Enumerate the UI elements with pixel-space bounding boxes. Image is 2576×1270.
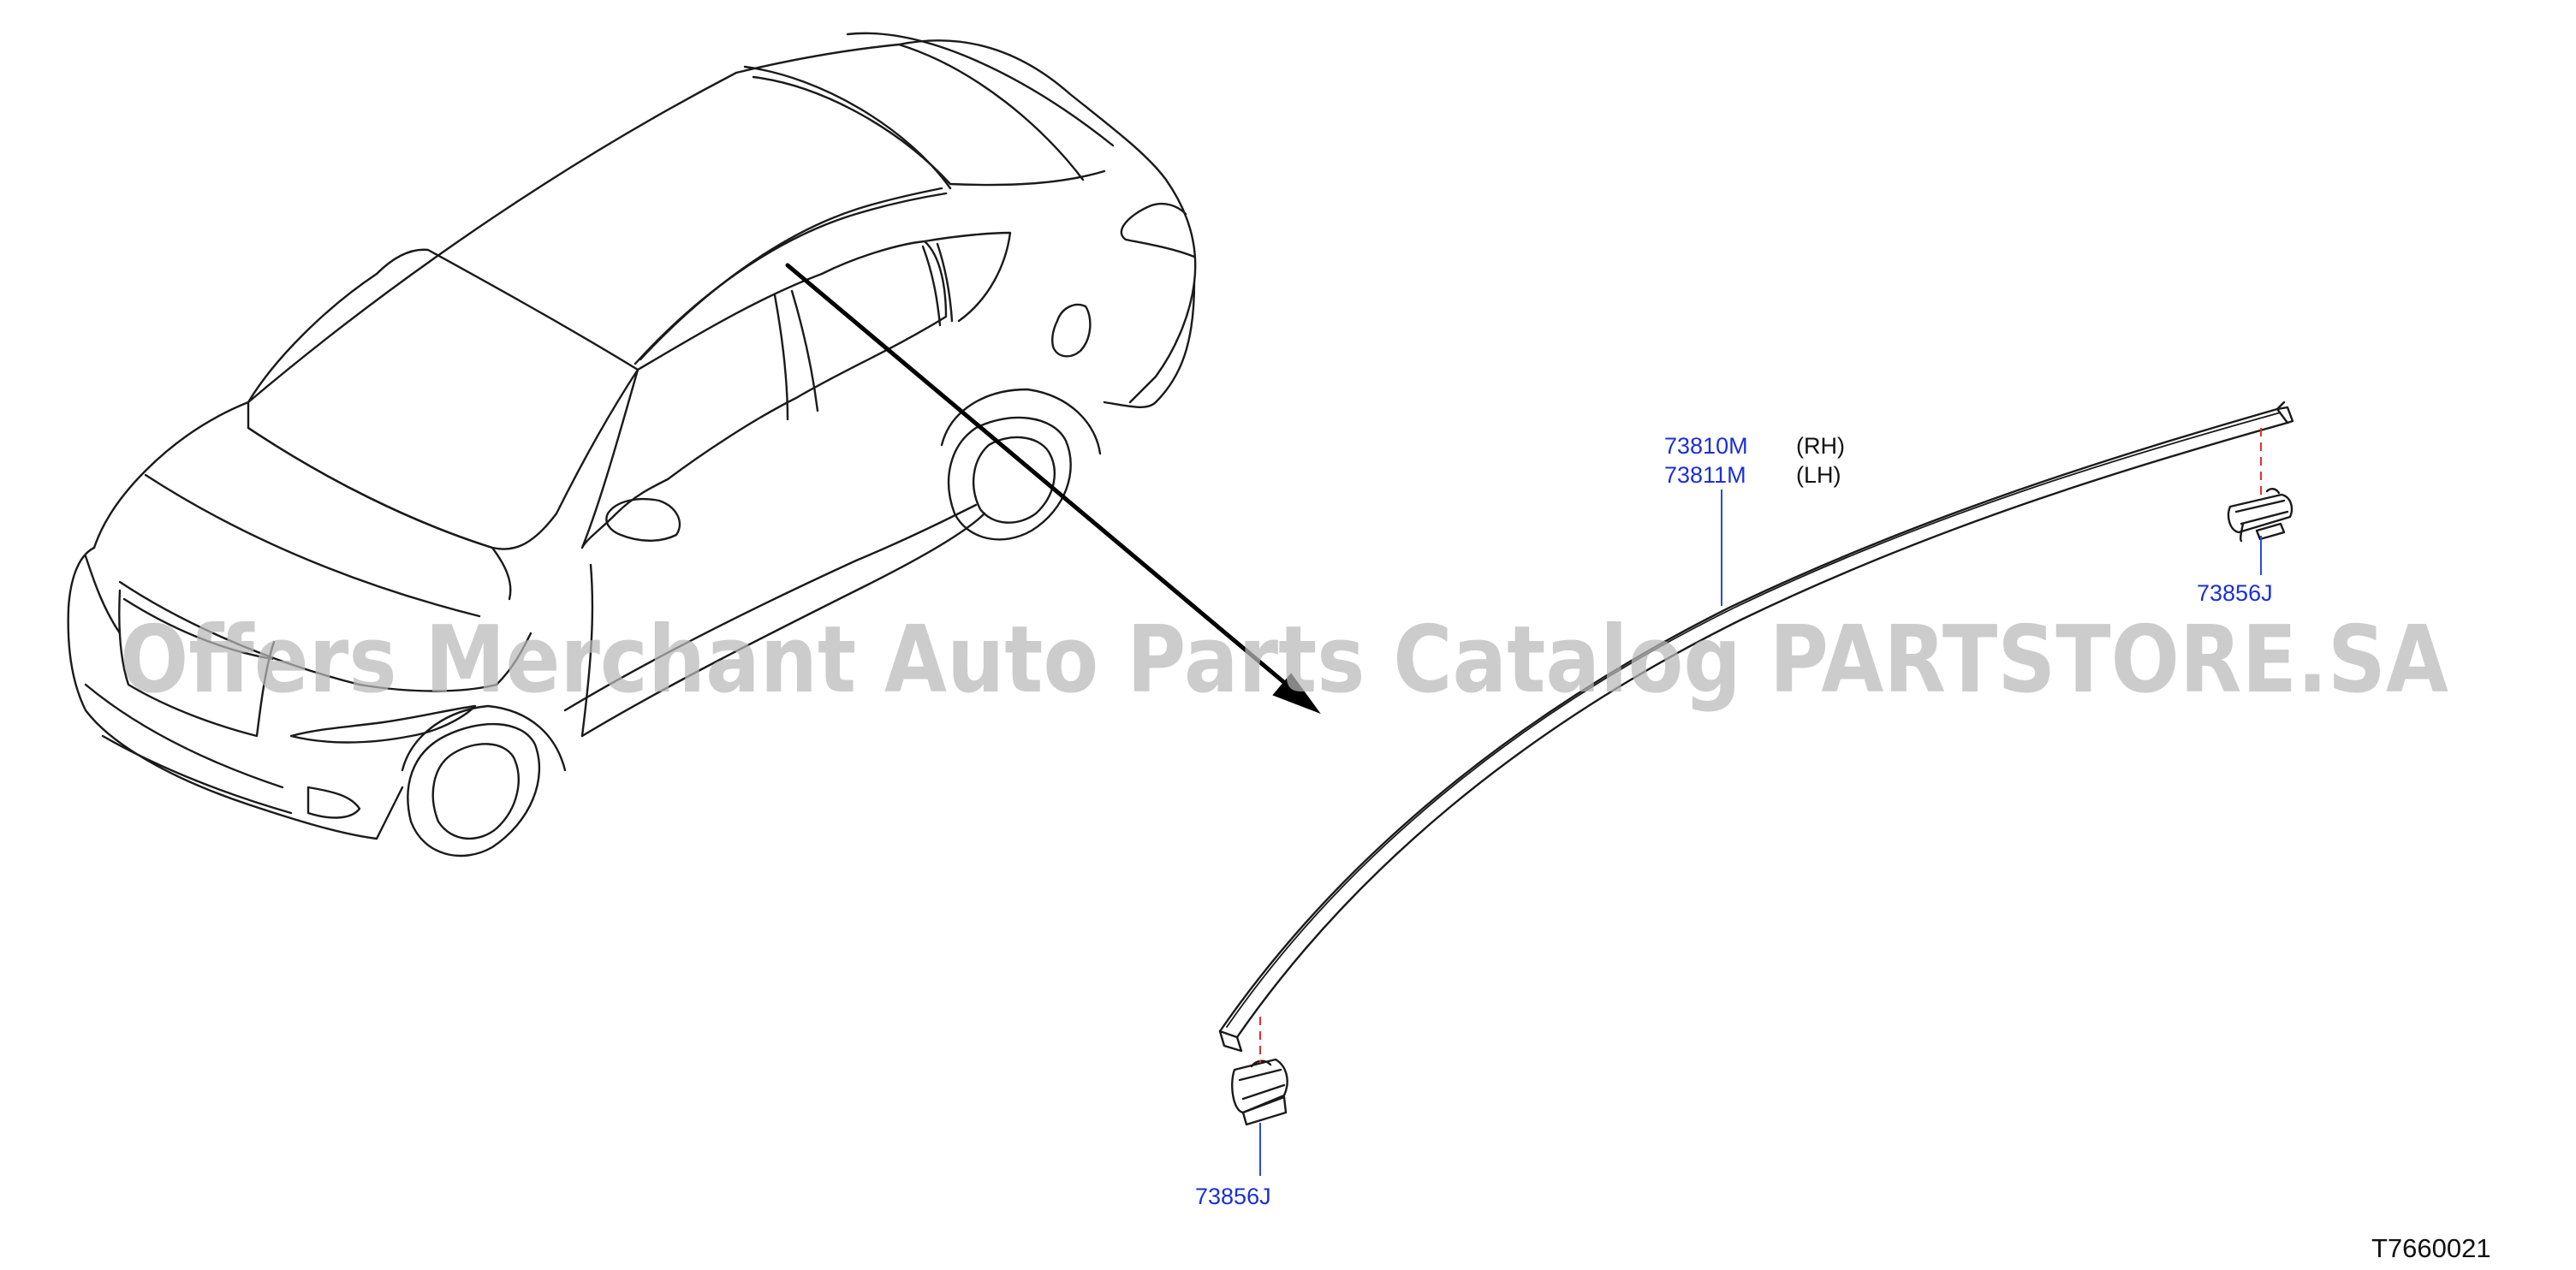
roof-drip-molding-icon <box>1218 401 2294 1053</box>
pointer-arrow-icon <box>785 263 1321 715</box>
molding-part-number-rh: 73810M <box>1664 433 1748 459</box>
molding-clip-icon <box>2227 488 2293 543</box>
molding-part-number-lh: 73811M <box>1664 462 1746 488</box>
sedan-outline-icon <box>67 32 1197 858</box>
molding-side-lh: (LH) <box>1796 462 1841 488</box>
rear-clip-part-number: 73856J <box>2197 580 2273 606</box>
diagram-id: T7660021 <box>2371 1233 2491 1263</box>
front-clip-part-number: 73856J <box>1195 1184 1271 1209</box>
molding-side-rh: (RH) <box>1796 433 1845 459</box>
watermark: Offers Merchant Auto Parts Catalog PARTS… <box>120 607 2448 714</box>
molding-clip-icon <box>1231 1058 1288 1126</box>
